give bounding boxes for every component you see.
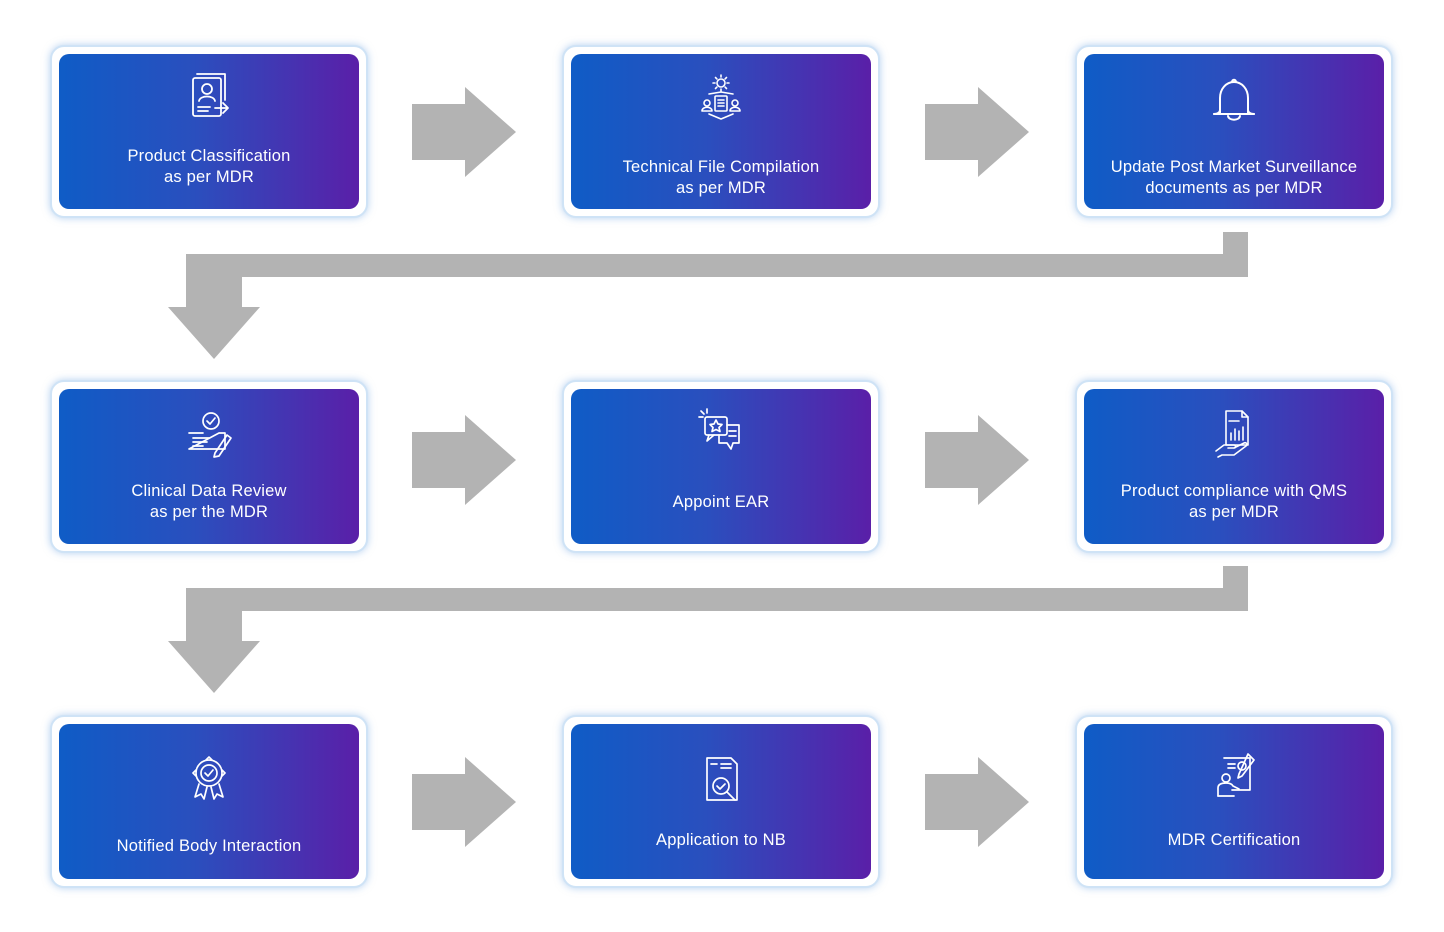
step-label-line1: Clinical Data Review [131, 482, 287, 500]
step-card: Update Post Market Surveillance document… [1084, 54, 1384, 209]
clipboard-check-pencil-icon [179, 405, 239, 465]
step-card: Notified Body Interaction [59, 724, 359, 879]
step-card: Clinical Data Review as per the MDR [59, 389, 359, 544]
award-badge-icon [179, 749, 239, 809]
step-appoint-ear: Appoint EAR [562, 380, 880, 553]
document-search-icon [691, 752, 751, 812]
step-application-to-nb: Application to NB [562, 715, 880, 888]
step-card: MDR Certification [1084, 724, 1384, 879]
arrow-elbow-2 [168, 566, 1248, 693]
step-label-line1: Product Classification [127, 147, 291, 165]
chat-star-icon [691, 405, 751, 465]
step-label-line2: as per the MDR [149, 503, 269, 521]
arrow-elbow-1 [168, 232, 1248, 359]
step-label-line1: Product compliance with QMS [1120, 482, 1348, 500]
arrow-right-3 [412, 415, 516, 505]
arrow-right-2 [925, 87, 1029, 177]
step-label-line1: MDR Certification [1167, 831, 1301, 849]
step-label-line1: Application to NB [656, 831, 786, 849]
step-label-line1: Appoint EAR [672, 493, 770, 511]
step-card: Application to NB [571, 724, 871, 879]
step-card: Appoint EAR [571, 389, 871, 544]
step-update-pms-documents: Update Post Market Surveillance document… [1075, 45, 1393, 218]
step-clinical-data-review: Clinical Data Review as per the MDR [50, 380, 368, 553]
step-card: Technical File Compilation as per MDR [571, 54, 871, 209]
step-label-line2: documents as per MDR [1145, 179, 1323, 197]
step-label-line1: Update Post Market Surveillance [1110, 158, 1358, 176]
certificate-person-icon [1204, 750, 1264, 810]
arrow-right-5 [412, 757, 516, 847]
step-label-line1: Technical File Compilation [622, 158, 820, 176]
arrow-right-6 [925, 757, 1029, 847]
step-product-compliance-qms: Product compliance with QMS as per MDR [1075, 380, 1393, 553]
document-user-arrow-icon [179, 70, 239, 130]
team-gear-document-icon [691, 70, 751, 130]
step-technical-file-compilation: Technical File Compilation as per MDR [562, 45, 880, 218]
step-mdr-certification: MDR Certification [1075, 715, 1393, 888]
arrow-right-4 [925, 415, 1029, 505]
arrow-right-1 [412, 87, 516, 177]
step-card: Product Classification as per MDR [59, 54, 359, 209]
step-label-line1: Notified Body Interaction [116, 837, 302, 855]
step-label-line2: as per MDR [163, 168, 255, 186]
step-label-line2: as per MDR [675, 179, 767, 197]
hand-chart-document-icon [1204, 405, 1264, 465]
step-card: Product compliance with QMS as per MDR [1084, 389, 1384, 544]
step-product-classification: Product Classification as per MDR [50, 45, 368, 218]
bell-icon [1204, 70, 1264, 130]
step-notified-body-interaction: Notified Body Interaction [50, 715, 368, 888]
step-label-line2: as per MDR [1188, 503, 1280, 521]
